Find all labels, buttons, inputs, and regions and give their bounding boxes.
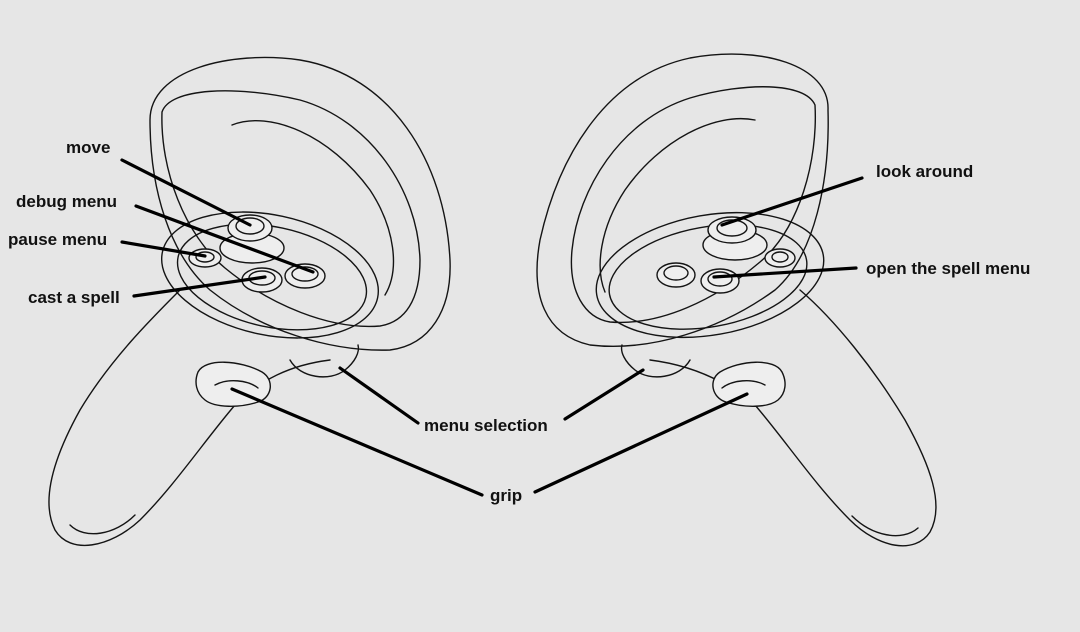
- left-tracking-ring: [149, 56, 451, 351]
- label-cast-a-spell: cast a spell: [28, 288, 120, 307]
- right-grip-button: [712, 361, 786, 407]
- label-move: move: [66, 138, 111, 157]
- leader-grip-left: [230, 387, 484, 497]
- right-face-plate: [595, 211, 825, 339]
- label-open-the-spell-menu: open the spell menu: [866, 259, 1031, 278]
- leader-move: [120, 158, 252, 227]
- right-trigger: [620, 344, 691, 378]
- leader-debug-menu: [134, 204, 315, 274]
- leader-look-around: [720, 176, 864, 227]
- right-oculus-button: [764, 248, 796, 268]
- right-controller: [536, 53, 937, 547]
- leader-lines: [120, 158, 864, 497]
- right-tracking-ring: [536, 53, 829, 347]
- leader-menu-selection-left: [338, 366, 420, 425]
- leader-cast-a-spell: [132, 275, 267, 298]
- leader-open-spell-menu: [712, 266, 858, 279]
- left-grip-button: [195, 361, 271, 407]
- label-debug-menu: debug menu: [16, 192, 118, 211]
- label-look-around: look around: [876, 162, 974, 181]
- left-handle: [48, 289, 331, 546]
- label-menu-selection: menu selection: [424, 416, 548, 435]
- leader-grip-right: [533, 392, 749, 494]
- leader-pause-menu: [120, 240, 207, 258]
- label-grip: grip: [490, 486, 523, 505]
- leader-menu-selection-right: [563, 368, 645, 421]
- label-pause-menu: pause menu: [8, 230, 108, 249]
- left-face-plate: [160, 211, 380, 339]
